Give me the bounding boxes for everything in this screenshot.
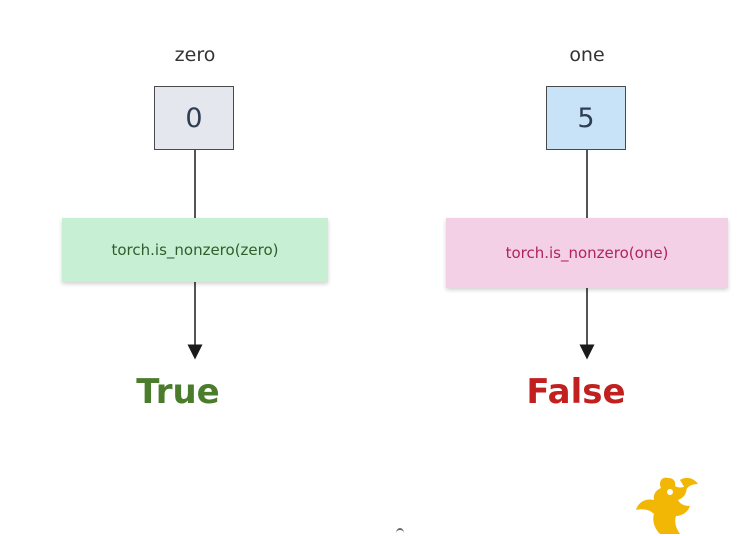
left-function-box: torch.is_nonzero(zero) xyxy=(62,218,328,282)
right-variable-label: one xyxy=(569,44,605,66)
right-function-box: torch.is_nonzero(one) xyxy=(446,218,728,288)
left-value-box: 0 xyxy=(154,86,234,150)
left-variable-label: zero xyxy=(174,44,216,66)
right-value-box: 5 xyxy=(546,86,626,150)
left-result-text: True xyxy=(136,372,220,412)
figure-logo-icon xyxy=(636,477,698,534)
right-result-text: False xyxy=(526,372,626,412)
footer-mark-icon xyxy=(396,528,404,536)
